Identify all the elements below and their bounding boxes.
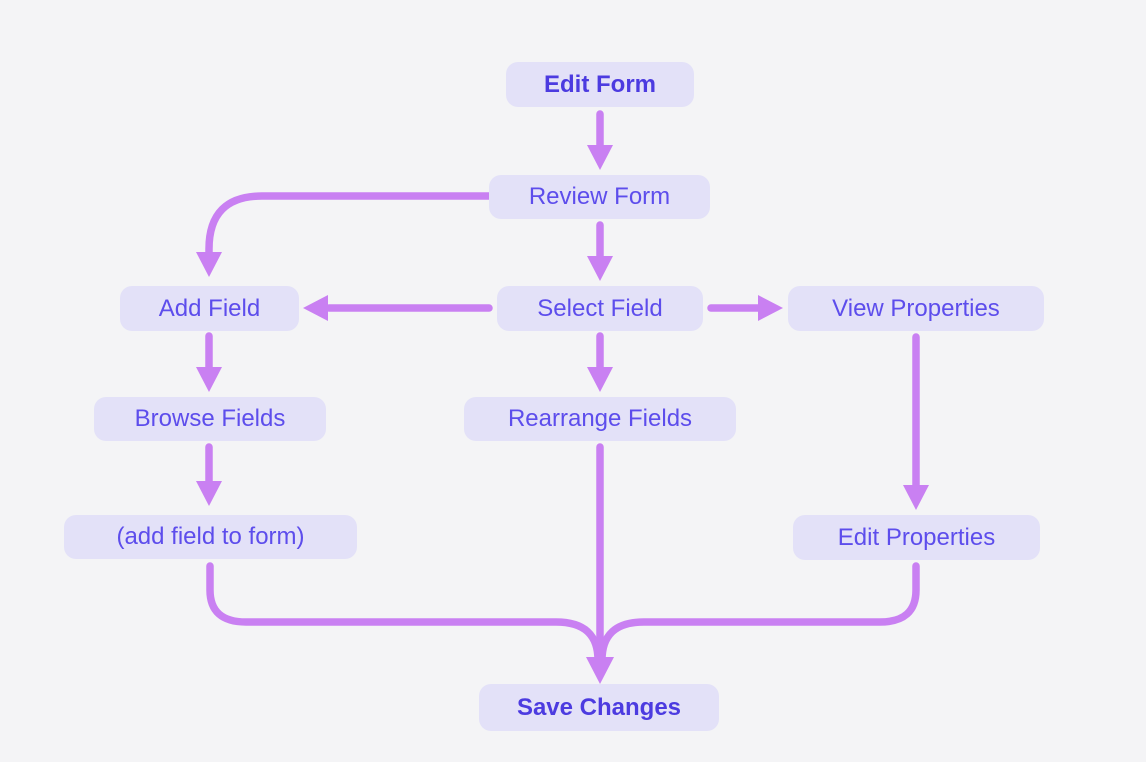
arrowhead-down-icon xyxy=(587,256,613,281)
node-add-field-to-form: (add field to form) xyxy=(64,515,357,559)
node-browse-fields: Browse Fields xyxy=(94,397,326,441)
edge-review-form-to-add-field xyxy=(196,192,493,277)
arrowhead-down-icon xyxy=(196,252,222,277)
edge-browse-fields-to-add-field-to-form xyxy=(196,443,222,506)
arrowhead-left-icon xyxy=(303,295,328,321)
node-rearrange-fields: Rearrange Fields xyxy=(464,397,736,441)
arrowhead-down-icon xyxy=(587,367,613,392)
arrowhead-down-icon xyxy=(196,367,222,392)
edge-edit-properties-to-save-changes xyxy=(598,562,920,667)
node-save-changes: Save Changes xyxy=(479,684,719,731)
edge-review-form-to-select-field xyxy=(587,221,613,281)
node-edit-properties: Edit Properties xyxy=(793,515,1040,560)
edge-rearrange-fields-to-save-changes xyxy=(586,443,614,684)
edge-line xyxy=(598,562,920,667)
edge-select-field-to-rearrange-fields xyxy=(587,332,613,392)
arrowhead-right-icon xyxy=(758,295,783,321)
node-view-properties: View Properties xyxy=(788,286,1044,331)
edge-line xyxy=(205,192,493,257)
edge-edit-form-to-review-form xyxy=(587,110,613,170)
arrowhead-down-icon xyxy=(587,145,613,170)
arrowhead-down-icon xyxy=(903,485,929,510)
node-select-field: Select Field xyxy=(497,286,703,331)
edge-select-field-to-view-properties xyxy=(707,295,783,321)
arrowhead-down-icon xyxy=(196,481,222,506)
arrowhead-down-icon xyxy=(586,657,614,684)
node-edit-form: Edit Form xyxy=(506,62,694,107)
node-add-field: Add Field xyxy=(120,286,299,331)
node-review-form: Review Form xyxy=(489,175,710,219)
edge-view-properties-to-edit-properties xyxy=(903,333,929,510)
edge-select-field-to-add-field xyxy=(303,295,493,321)
edge-add-field-to-form-to-save-changes xyxy=(206,562,602,667)
edge-add-field-to-browse-fields xyxy=(196,332,222,392)
edge-line xyxy=(206,562,602,667)
